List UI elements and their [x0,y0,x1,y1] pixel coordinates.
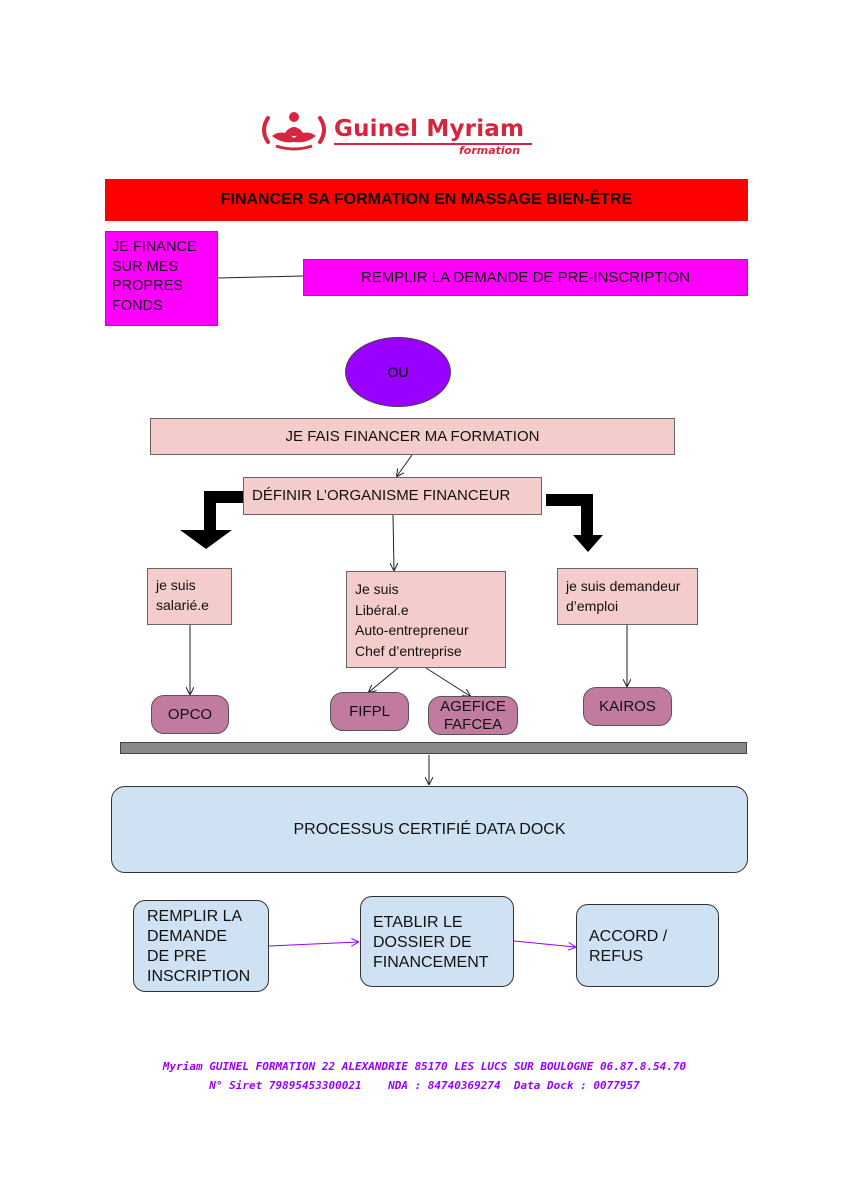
arrow-to-define [397,454,413,476]
step2-line-3: FINANCEMENT [373,954,489,971]
logo-name: Guinel Myriam [334,116,525,142]
or-ellipse: OU [345,337,451,407]
process-box: PROCESSUS CERTIFIÉ DATA DOCK [111,786,748,873]
footer-address: Myriam GUINEL FORMATION 22 ALEXANDRIE 85… [162,1060,687,1073]
agefice-line-2: FAFCEA [443,715,503,733]
step1-line-4: INSCRIPTION [147,968,251,985]
step1-line-2: DEMANDE [147,928,228,945]
financed-box: JE FAIS FINANCER MA FORMATION [150,418,675,455]
process-step-2: ETABLIR LE DOSSIER DE FINANCEMENT [360,896,514,987]
step2-line-2: DOSSIER DE [373,934,472,951]
liberal-line-4: Chef d’entreprise [355,642,462,659]
big-bent-arrow-left [180,491,247,549]
category-demandeur: je suis demandeur d’emploi [557,568,698,625]
arrow-step1-to-step2 [268,942,358,947]
funder-kairos: KAIROS [583,687,672,726]
page-title: FINANCER SA FORMATION EN MASSAGE BIEN-ÊT… [105,179,748,221]
step3-line-2: REFUS [589,948,644,965]
step3-line-1: ACCORD / [589,928,668,945]
arrow-to-liberal [393,514,394,570]
preregistration-box: REMPLIR LA DEMANDE DE PRE-INSCRIPTION [303,259,748,296]
salarie-line-2: salarié.e [156,597,209,613]
separator-bar [120,742,747,754]
big-bent-arrow-right [546,494,603,552]
step2-line-1: ETABLIR LE [373,914,463,931]
liberal-line-2: Libéral.e [355,601,409,618]
logo-underline [334,143,532,145]
self-funded-text: JE FINANCE SUR MES PROPRES FONDS [112,239,197,314]
funder-agefice: AGEFICE FAFCEA [428,696,518,735]
category-liberal: Je suis Libéral.e Auto-entrepreneur Chef… [346,571,506,668]
demandeur-line-1: je suis demandeur [566,578,681,594]
funder-opco: OPCO [151,695,229,734]
liberal-line-3: Auto-entrepreneur [355,622,469,638]
connector-self-funded [217,275,304,279]
funder-fifpl: FIFPL [330,692,409,731]
liberal-line-1: Je suis [355,581,399,597]
process-step-3: ACCORD / REFUS [576,904,719,987]
footer-registration: N° Siret 79895453300021 NDA : 8474036927… [209,1079,640,1092]
demandeur-line-2: d’emploi [566,598,619,614]
arrow-step2-to-step3 [513,940,575,947]
arrow-to-agefice [425,667,470,696]
process-step-1: REMPLIR LA DEMANDE DE PRE INSCRIPTION [133,900,269,992]
step1-line-1: REMPLIR LA [147,908,243,925]
define-funder-box: DÉFINIR L’ORGANISME FINANCEUR [243,477,542,515]
step1-line-3: DE PRE [147,948,207,965]
arrow-to-fifpl [369,667,399,692]
agefice-line-1: AGEFICE [440,697,506,715]
category-salarie: je suis salarié.e [147,568,232,625]
lotus-logo-icon [262,112,326,151]
logo-subtitle: formation [459,144,521,157]
self-funded-box: JE FINANCE SUR MES PROPRES FONDS [105,231,218,326]
salarie-line-1: je suis [156,577,196,593]
